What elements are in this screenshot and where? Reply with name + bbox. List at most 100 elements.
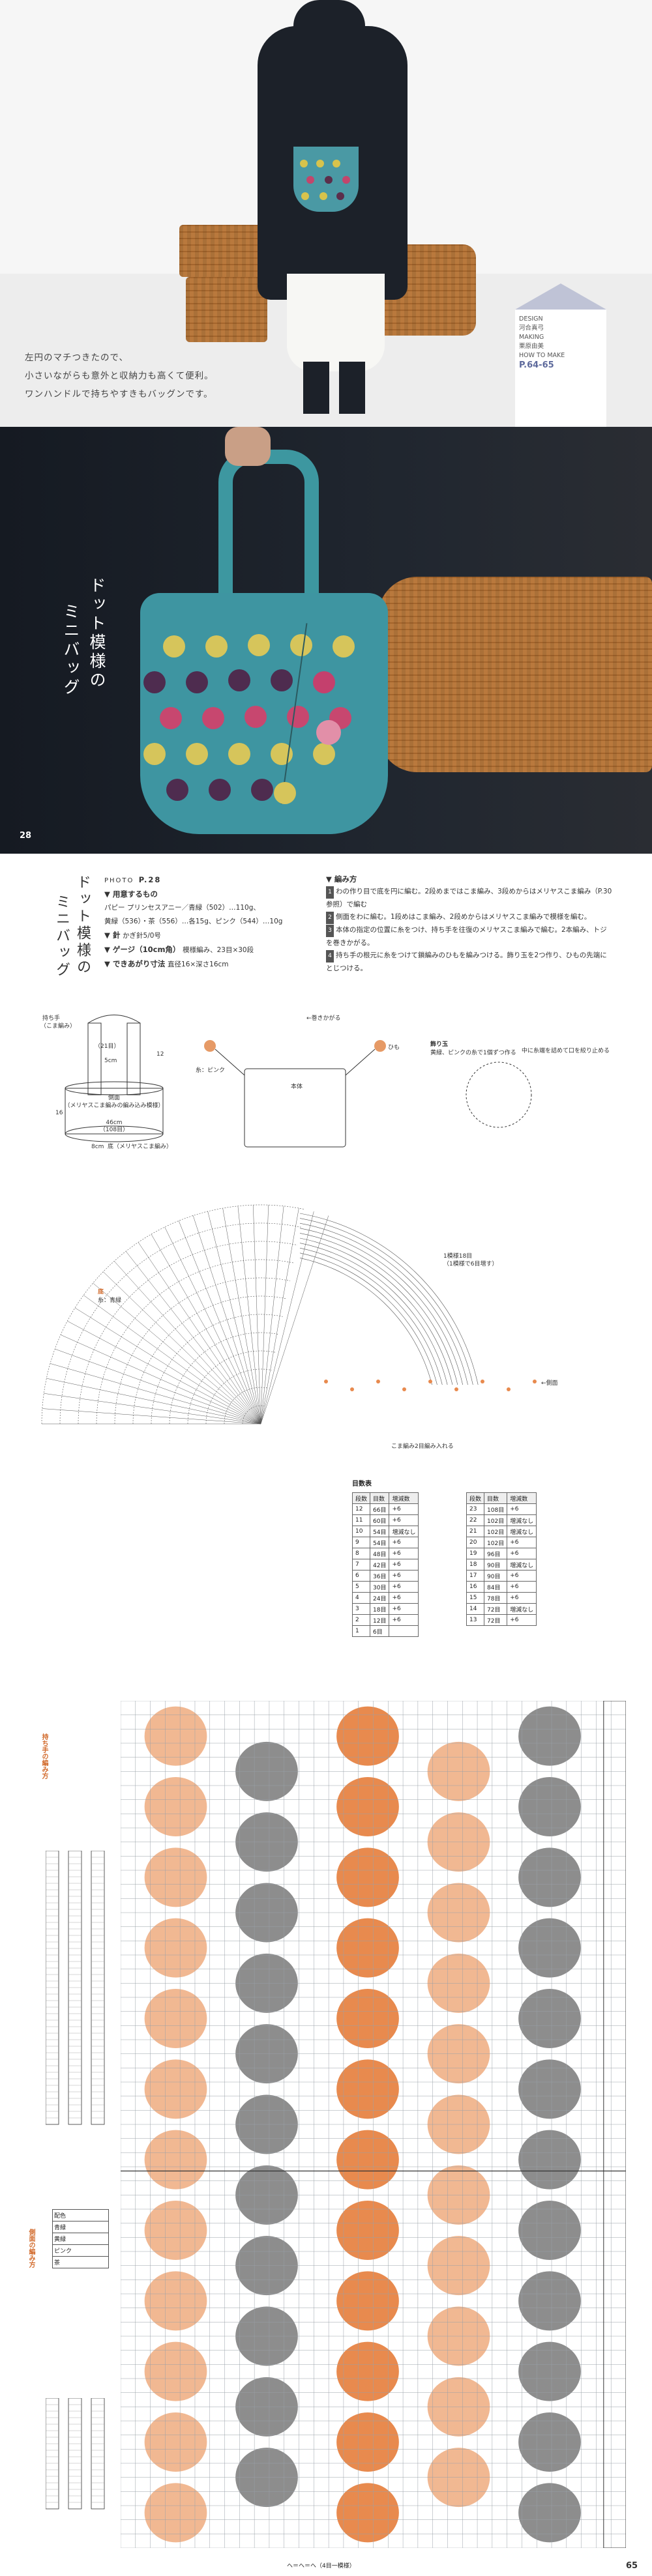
table-cell: +6 xyxy=(507,1537,537,1548)
grid-dot xyxy=(144,2201,207,2260)
grid-dot xyxy=(336,2483,399,2543)
maker-name: 栗原由美 xyxy=(519,343,544,350)
person-leg-right xyxy=(339,362,365,414)
step-4-text: 持ち手の根元に糸をつけて鎖編みのひもを編みつける。飾り玉を2つ作り、ひもの先端に… xyxy=(326,951,607,972)
credit-box: DESIGN 河合真弓 MAKING 栗原由美 HOW TO MAKE P.64… xyxy=(515,283,606,427)
round-chart-spoke xyxy=(237,1206,261,1425)
dim-108: （108目） xyxy=(100,1126,128,1133)
info-title-line1: ドット模様の xyxy=(74,875,91,976)
table-cell: +6 xyxy=(507,1548,537,1559)
table-cell: 1 xyxy=(351,1625,371,1637)
table-cell: 84目 xyxy=(484,1581,508,1593)
step-3-text: 本体の指定の位置に糸をつけ、持ち手を往復のメリヤスこま編みで編む。2本編み、トジ… xyxy=(326,926,607,947)
grid-dot xyxy=(336,2201,399,2260)
table-cell: 2 xyxy=(351,1614,371,1626)
materials-heading: 用意するもの xyxy=(112,890,158,899)
intro-caption-line: ワンハンドルで持ちやすきもバッグンです。 xyxy=(25,389,213,399)
round-chart-spoke xyxy=(207,1211,261,1425)
round-chart-ring xyxy=(169,1332,280,1425)
dim-21: （21目） xyxy=(95,1043,119,1050)
page-number-65: 65 xyxy=(626,2561,638,2571)
wicker-basket-left-lower xyxy=(186,277,267,342)
round-chart-spoke xyxy=(93,1282,261,1425)
side-fan-ring xyxy=(299,1247,443,1385)
person-leg-left xyxy=(303,362,329,414)
col-header: 目数 xyxy=(484,1492,508,1504)
table-cell: 9 xyxy=(351,1537,371,1548)
side-fan-ring xyxy=(299,1213,479,1385)
instructions-section: ドット模様の ミニバッグ PHOTO P.28 ▼ 用意するもの パピー プリン… xyxy=(0,854,652,1069)
bottom-hint: こま編み2目編み入れる xyxy=(391,1442,454,1450)
photo2-title: ドット模様の xyxy=(85,577,108,690)
table-cell: +6 xyxy=(507,1614,537,1626)
round-chart-spoke xyxy=(138,1242,261,1425)
table-cell: +6 xyxy=(389,1614,419,1626)
materials-block: PHOTO P.28 ▼ 用意するもの パピー プリンセスアニー／青緑（502）… xyxy=(104,873,319,972)
schematic-diagrams: 持ち手 （こま編み） 側面 （メリヤスこま編みの編み込み模様） 46cm （10… xyxy=(40,1014,610,1150)
side-fan-ring xyxy=(299,1237,453,1385)
table-cell: 21 xyxy=(466,1526,485,1537)
table-cell: 66目 xyxy=(370,1503,390,1515)
howto-label: HOW TO MAKE xyxy=(519,352,565,359)
col-header: 目数 xyxy=(370,1492,390,1504)
round-chart-marker xyxy=(402,1387,406,1391)
start-note2: （1模様で6目増す） xyxy=(443,1260,497,1267)
start-note: 1模様18目 xyxy=(443,1252,472,1260)
color-legend: 配色 青緑 黄緑 ピンク 茶 xyxy=(52,2209,109,2268)
table-cell: 90目 xyxy=(484,1570,508,1582)
table-cell: 増減なし xyxy=(507,1603,537,1615)
making-label: MAKING xyxy=(519,334,544,341)
page-number-28: 28 xyxy=(20,831,32,841)
table-cell: 15 xyxy=(466,1592,485,1604)
table-cell: +6 xyxy=(507,1581,537,1593)
side-label: 側面 xyxy=(108,1093,120,1101)
legend-item: 茶 xyxy=(54,2260,61,2266)
table-cell: 4 xyxy=(351,1592,371,1604)
size-value: 直径16×深さ16cm xyxy=(168,961,229,968)
grid-dot xyxy=(144,1706,207,1766)
photo-label: PHOTO xyxy=(104,877,134,884)
grid-dot xyxy=(518,2059,581,2119)
table-cell: 60目 xyxy=(370,1514,390,1526)
grid-dot xyxy=(336,2341,399,2401)
round-chart-marker xyxy=(376,1380,380,1383)
table-cell: 5 xyxy=(351,1581,371,1593)
grid-dot xyxy=(518,2201,581,2260)
rings-label: ←巻きかがる xyxy=(306,1014,341,1022)
table-cell: 78目 xyxy=(484,1592,508,1604)
legend-item: 黄緑 xyxy=(53,2233,108,2245)
grid-dot xyxy=(336,1706,399,1766)
round-chart-spoke xyxy=(253,1205,261,1425)
grid-dot xyxy=(144,1777,207,1836)
table-cell: 72目 xyxy=(484,1614,508,1626)
info-title-line2: ミニバッグ xyxy=(53,894,70,979)
grid-dot xyxy=(518,2341,581,2401)
grid-dot xyxy=(144,2341,207,2401)
needle-label: 針 xyxy=(112,931,121,940)
grid-dot xyxy=(336,2130,399,2190)
grid-dot xyxy=(518,2412,581,2472)
side-pattern-chart xyxy=(121,1701,626,2548)
round-chart-spoke xyxy=(222,1208,261,1425)
round-chart-spoke xyxy=(60,1335,261,1425)
round-chart-spoke xyxy=(113,1261,261,1425)
table-cell: +6 xyxy=(389,1570,419,1582)
table-cell: 108目 xyxy=(484,1503,508,1515)
photo2-title-line1: ドット模様の xyxy=(87,577,106,690)
table-cell: 72目 xyxy=(484,1603,508,1615)
table-cell: +6 xyxy=(389,1581,419,1593)
handle-sub: （こま編み） xyxy=(40,1022,76,1030)
